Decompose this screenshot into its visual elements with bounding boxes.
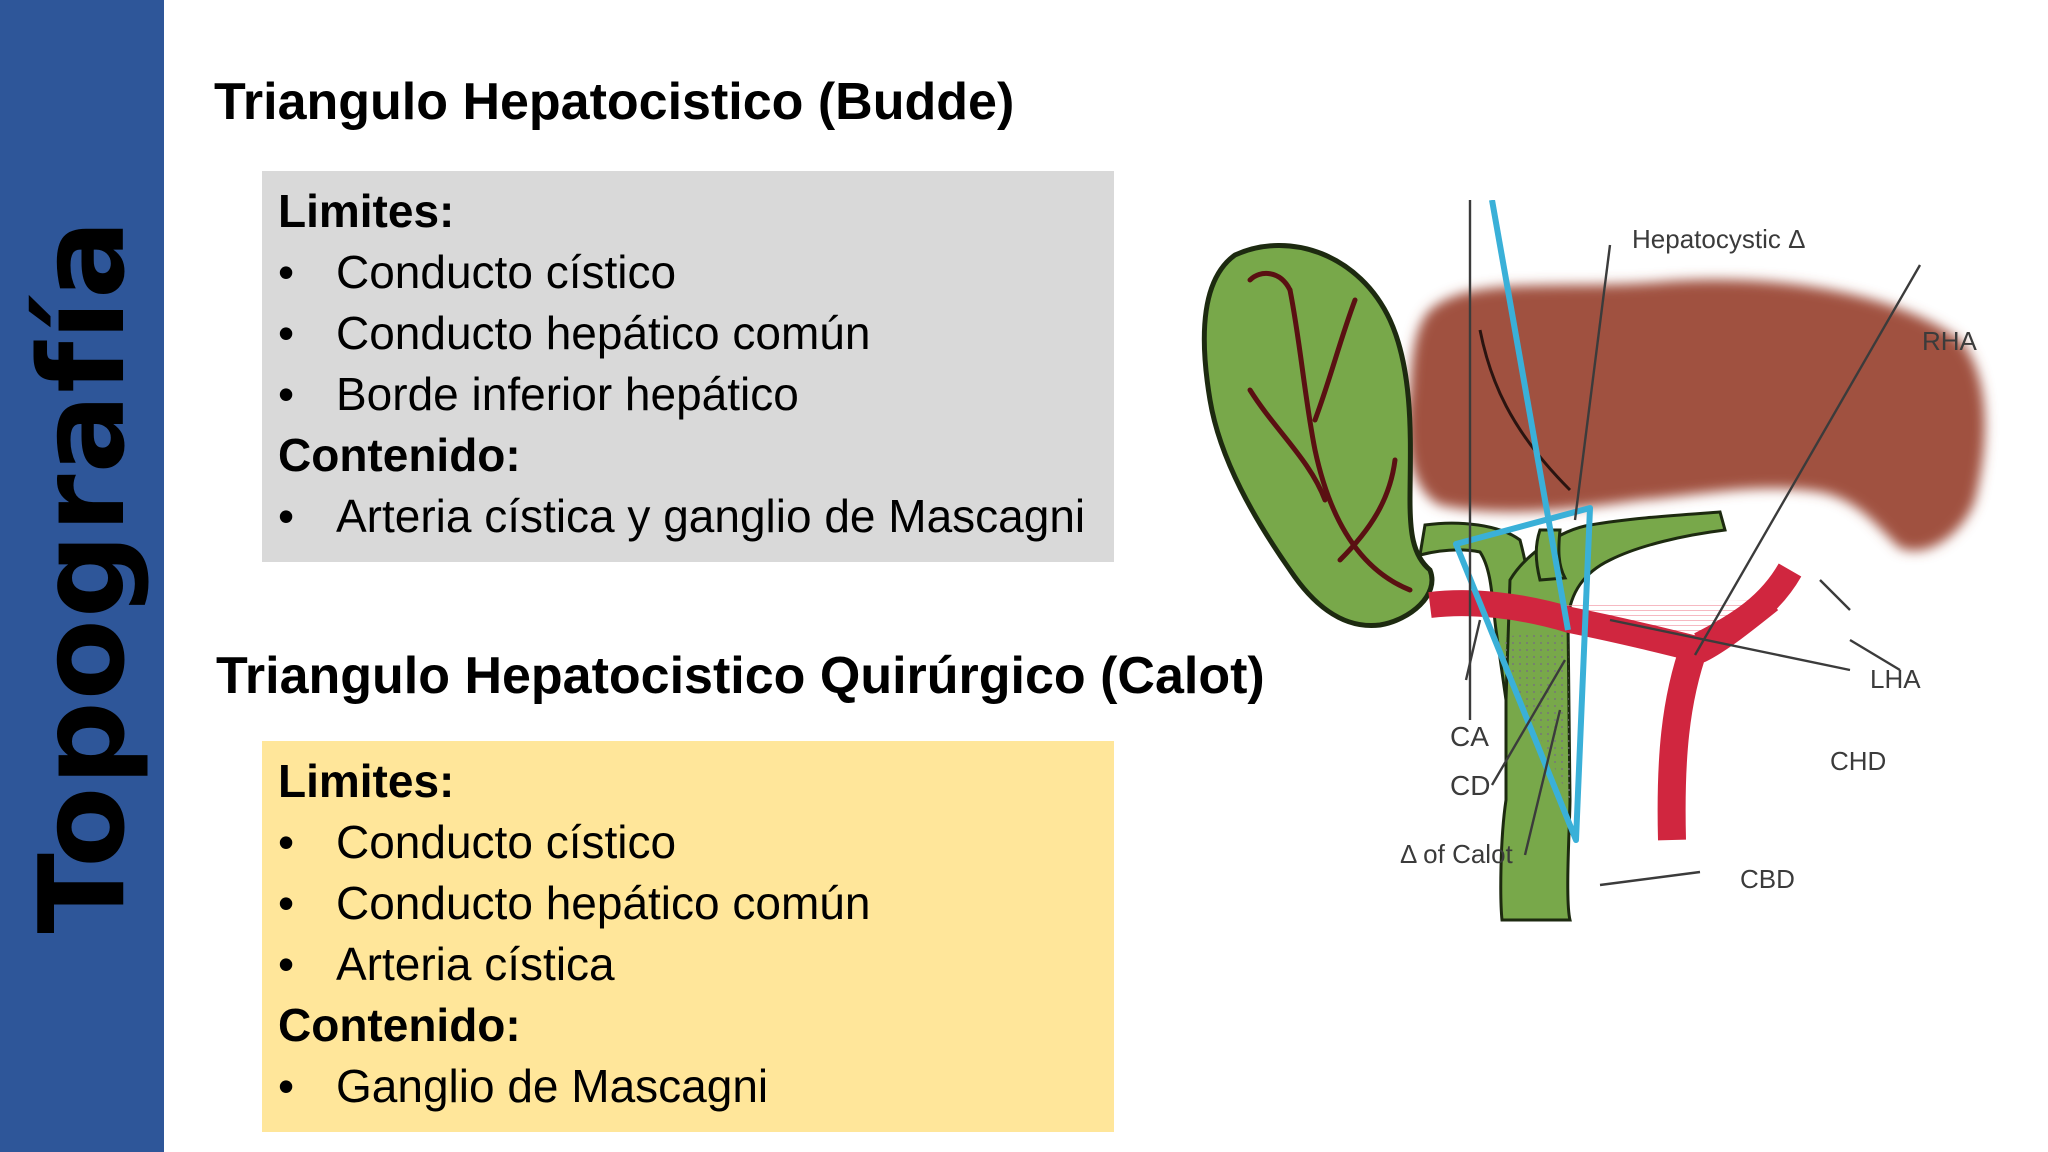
common-hepatic-artery [1657,640,1709,841]
limits-list: Conducto cístico Conducto hepático común… [278,812,1098,995]
limits-list: Conducto cístico Conducto hepático común… [278,242,1098,425]
calot-area [1492,630,1570,800]
label-lha: LHA [1870,664,1921,694]
content-label: Contenido: [278,999,521,1051]
side-title: Topografía [13,218,151,934]
calot-box: Limites: Conducto cístico Conducto hepát… [262,741,1114,1132]
list-item: Conducto hepático común [278,873,1098,934]
list-item: Conducto cístico [278,812,1098,873]
list-item: Arteria cística y ganglio de Mascagni [278,486,1098,547]
limits-label: Limites: [278,755,455,807]
pointer-lines [1464,200,1922,887]
label-calot: Δ of Calot [1400,839,1514,869]
content-list: Ganglio de Mascagni [278,1056,1098,1117]
calot-line [1489,200,1571,631]
list-item: Conducto cístico [278,242,1098,303]
anatomy-diagram: Hepatocystic Δ RHA LHA CHD CBD CA CD Δ o… [1201,200,1985,922]
hepatocystic-triangle [1453,505,1593,843]
label-rha: RHA [1922,326,1978,356]
gallbladder [1201,242,1435,629]
label-chd: CHD [1830,746,1886,776]
left-hepatic-artery [1694,563,1802,657]
label-hepatocystic: Hepatocystic Δ [1632,224,1805,254]
budde-box: Limites: Conducto cístico Conducto hepát… [262,171,1114,562]
heading-budde: Triangulo Hepatocistico (Budde) [214,73,1015,131]
list-item: Borde inferior hepático [278,364,1098,425]
liver [1407,279,1985,551]
list-item: Ganglio de Mascagni [278,1056,1098,1117]
limits-label: Limites: [278,185,455,237]
label-ca: CA [1450,721,1489,752]
content-list: Arteria cística y ganglio de Mascagni [278,486,1098,547]
list-item: Conducto hepático común [278,303,1098,364]
label-cd: CD [1450,770,1490,801]
label-cbd: CBD [1740,864,1795,894]
liver-fissure [1478,329,1572,492]
content-label: Contenido: [278,429,521,481]
heading-calot: Triangulo Hepatocistico Quirúrgico (Calo… [216,647,1265,705]
sidebar: Topografía [0,0,164,1152]
list-item: Arteria cística [278,934,1098,995]
gallbladder-vessels [1247,270,1413,593]
